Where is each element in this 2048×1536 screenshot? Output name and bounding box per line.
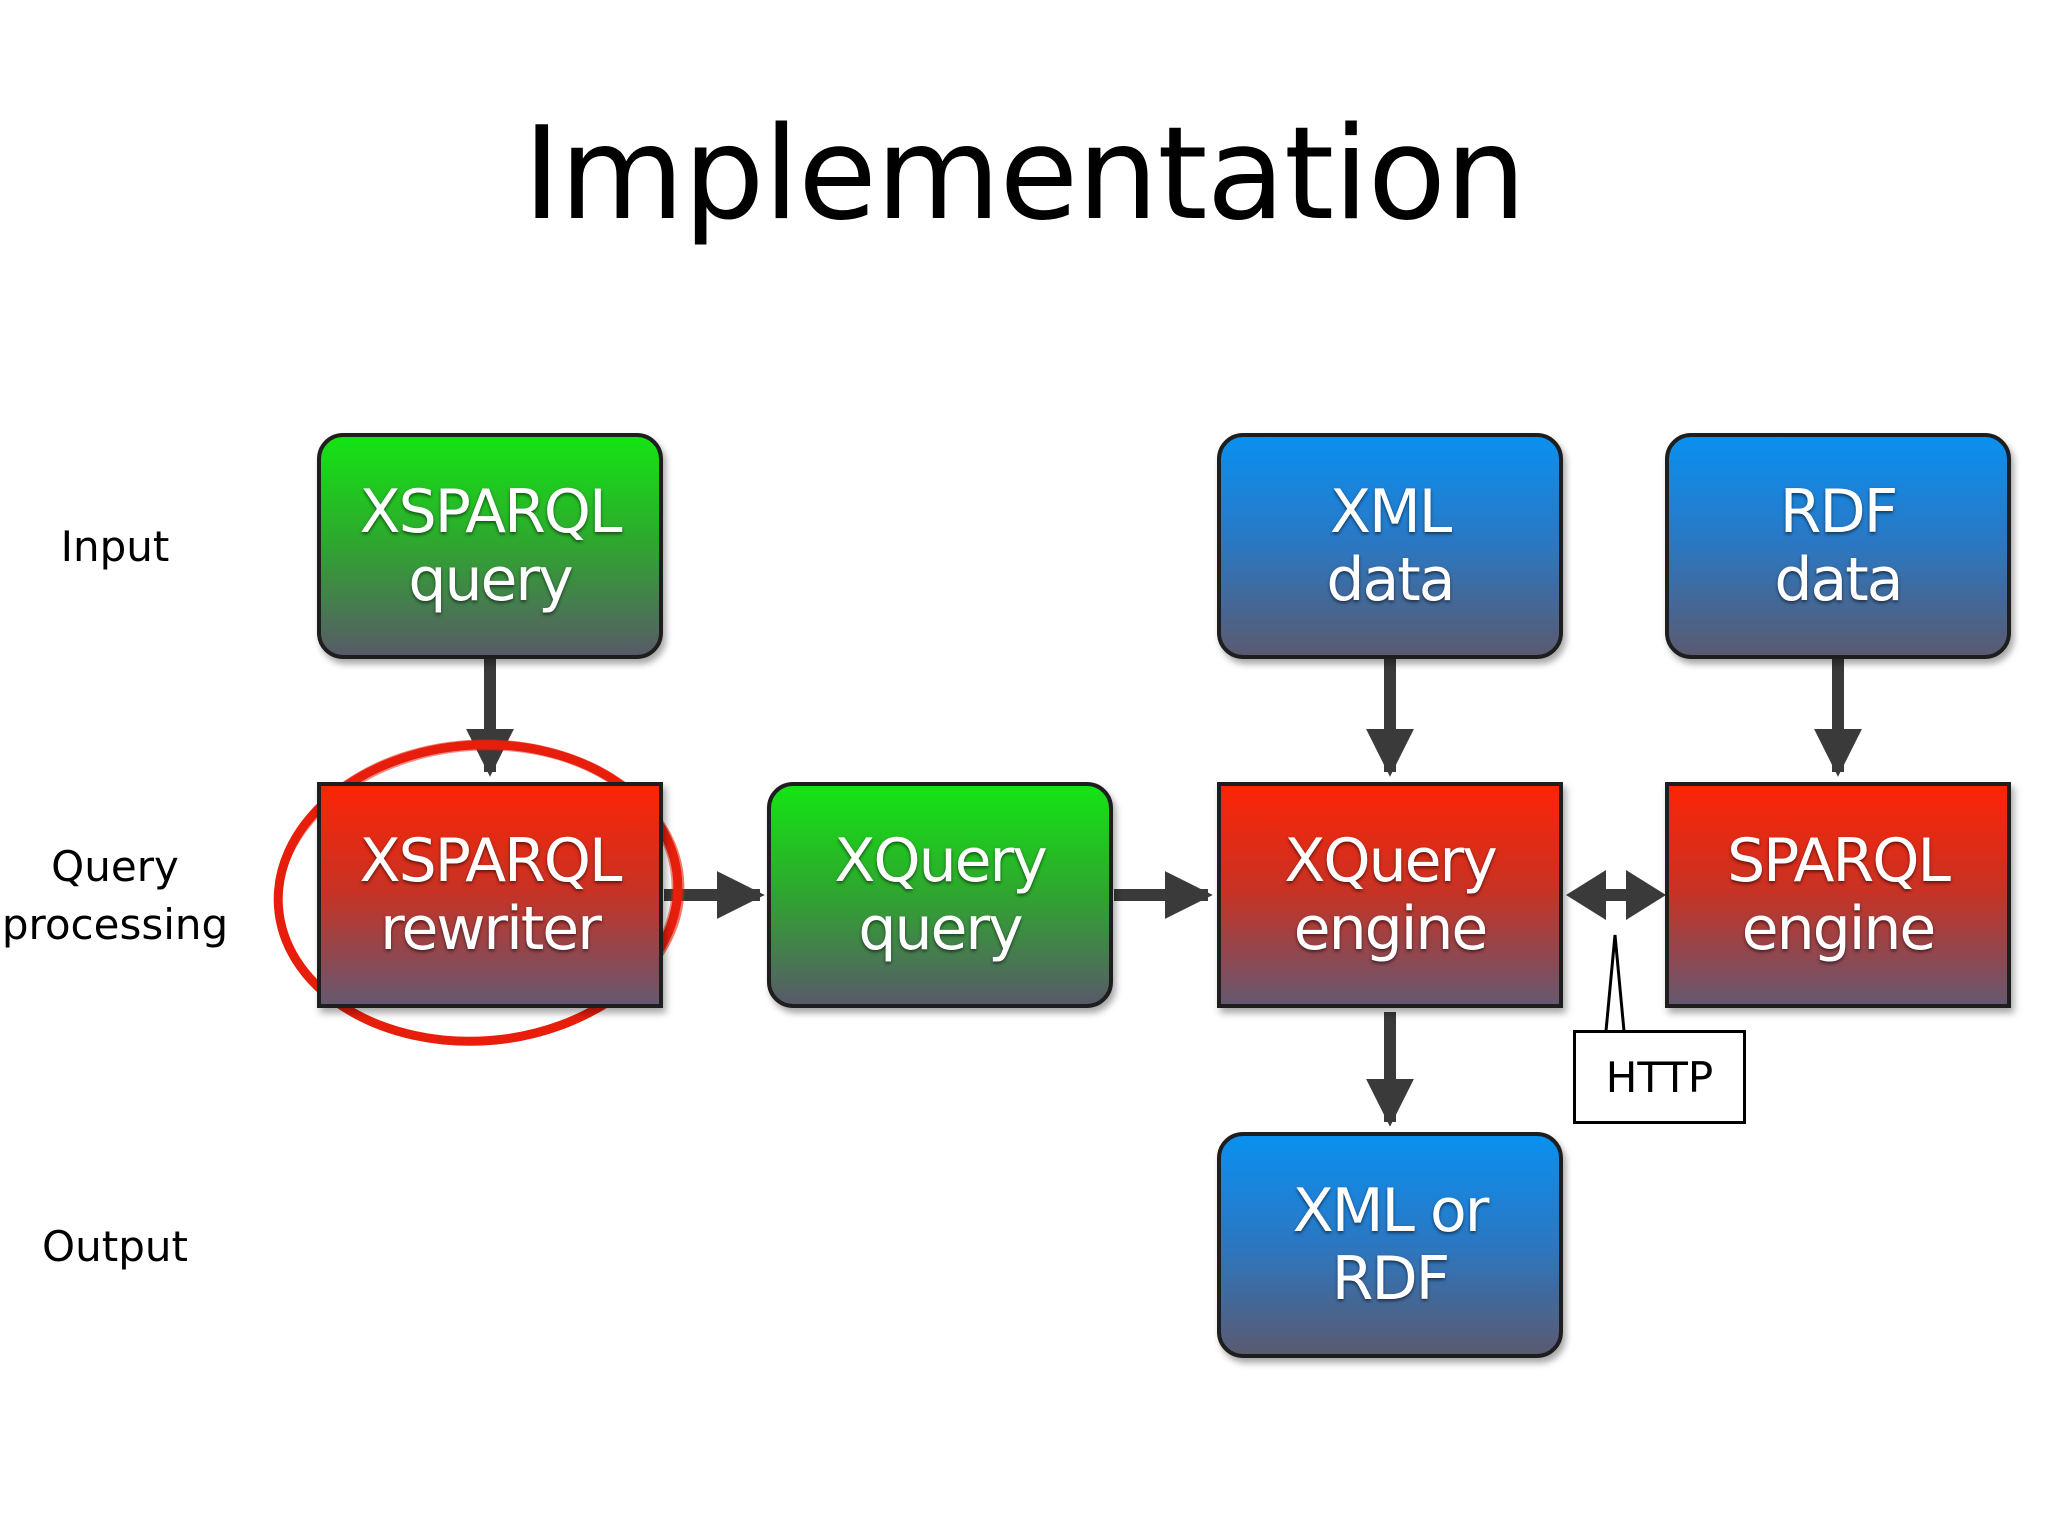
highlight-ring [273, 739, 685, 1046]
box-xsparql-query: XSPARQL query [317, 433, 663, 659]
box-xml-data: XML data [1217, 433, 1563, 659]
row-label-query-processing: Query processing [1, 842, 229, 949]
http-callout-pointer [1604, 934, 1626, 1032]
box-xml-or-rdf-output: XML or RDF [1217, 1132, 1563, 1358]
box-rdf-data: RDF data [1665, 433, 2011, 659]
row-label-input: Input [60, 522, 170, 571]
box-xquery-query: XQuery query [767, 782, 1113, 1008]
slide-title: Implementation [522, 100, 1526, 249]
box-sparql-engine: SPARQL engine [1665, 782, 2011, 1008]
row-label-output: Output [42, 1222, 188, 1271]
box-xsparql-rewriter: XSPARQL rewriter [317, 782, 663, 1008]
http-callout: HTTP [1573, 1030, 1746, 1124]
box-xquery-engine: XQuery engine [1217, 782, 1563, 1008]
arrow-xquery-sparql-bidirectional [1566, 870, 1666, 920]
